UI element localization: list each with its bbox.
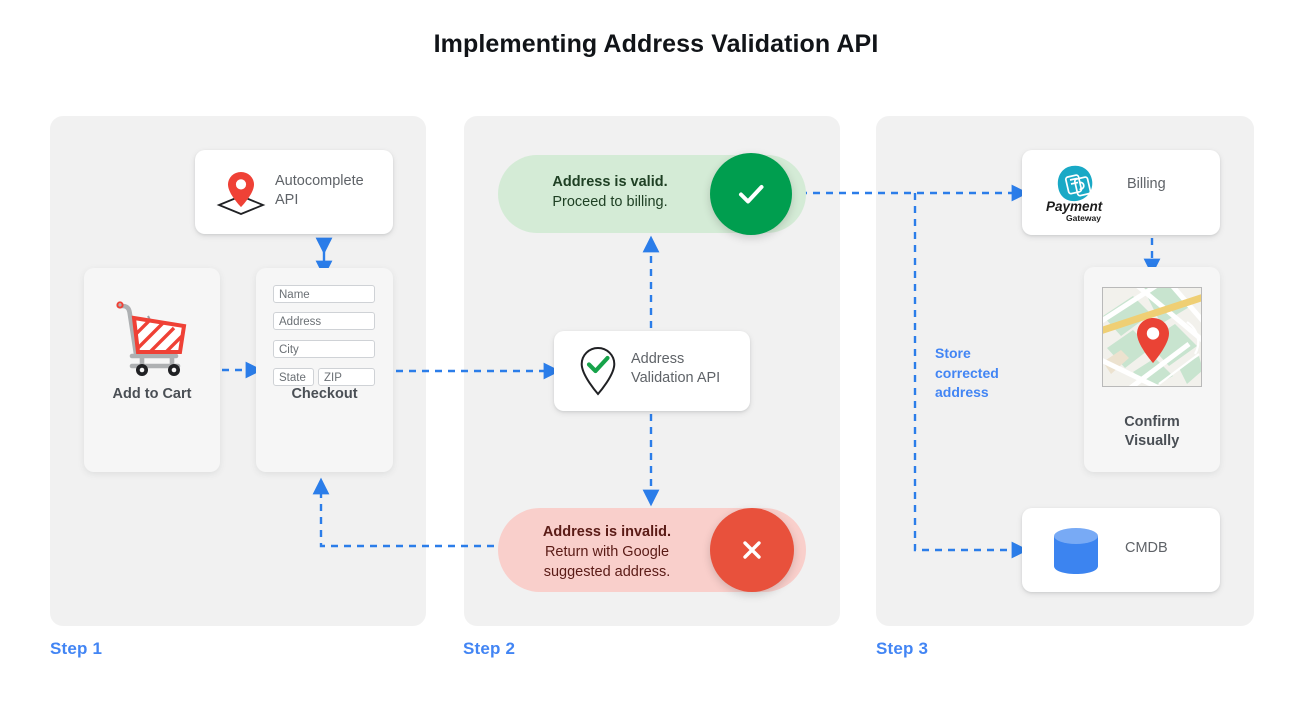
address-validation-api-label: Address Validation API: [631, 351, 721, 386]
address-valid-text: Address is valid. Proceed to billing.: [552, 174, 668, 210]
svg-text:Payment: Payment: [1046, 199, 1103, 214]
billing-label: Billing: [1127, 176, 1166, 192]
cmdb-label: CMDB: [1125, 540, 1168, 556]
address-field[interactable]: Address: [273, 312, 375, 330]
pin-check-icon: [572, 344, 624, 398]
step-2-label: Step 2: [463, 639, 516, 658]
page-title: Implementing Address Validation API: [433, 30, 879, 58]
address-validation-api-card[interactable]: Address Validation API: [554, 331, 750, 411]
cmdb-card[interactable]: CMDB: [1022, 508, 1220, 592]
confirm-visually-card[interactable]: Confirm Visually: [1084, 267, 1220, 472]
state-field[interactable]: State: [273, 368, 314, 386]
zip-field[interactable]: ZIP: [318, 368, 375, 386]
address-invalid-text: Address is invalid. Return with Google s…: [542, 524, 672, 580]
add-to-cart-caption: Add to Cart: [112, 386, 192, 402]
confirm-visually-caption: Confirm Visually: [1124, 414, 1180, 449]
autocomplete-api-card[interactable]: Autocomplete API: [195, 150, 393, 234]
checkout-caption: Checkout: [291, 386, 358, 402]
city-field[interactable]: City: [273, 340, 375, 358]
map-pin-diamond-icon: [211, 166, 271, 218]
add-to-cart-card[interactable]: Add to Cart: [84, 268, 220, 472]
x-circle-icon: [710, 508, 794, 592]
svg-text:Gateway: Gateway: [1066, 213, 1101, 223]
payment-gateway-icon: Payment Gateway: [1038, 161, 1124, 225]
step-3-label: Step 3: [876, 639, 929, 658]
billing-card[interactable]: Payment Gateway Billing: [1022, 150, 1220, 235]
step-1-label: Step 1: [50, 639, 103, 658]
map-thumbnail-icon: [1102, 287, 1202, 387]
autocomplete-api-label: Autocomplete API: [275, 173, 364, 208]
name-field[interactable]: Name: [273, 285, 375, 303]
store-corrected-address-annotation: Store corrected address: [935, 345, 999, 400]
check-circle-icon: [710, 153, 792, 235]
shopping-cart-icon: [110, 294, 194, 378]
checkout-card[interactable]: Name Address City State ZIP Checkout: [256, 268, 393, 472]
database-cylinder-icon: [1044, 524, 1108, 578]
